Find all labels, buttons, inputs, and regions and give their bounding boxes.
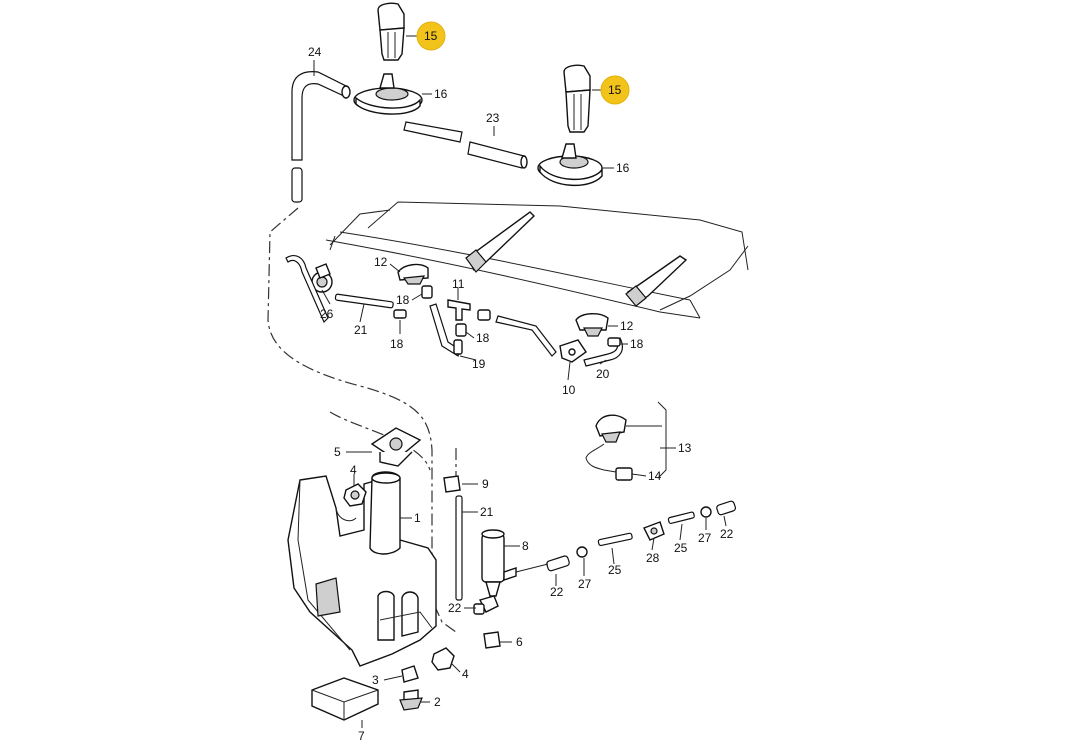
callout-23: 23: [486, 111, 500, 125]
pipe-25-mid: [597, 532, 633, 547]
callout-24: 24: [308, 45, 322, 59]
leader-lines: [321, 35, 727, 728]
callout-5: 5: [334, 445, 341, 459]
callout-18: 18: [396, 293, 410, 307]
connector-18-b: [393, 309, 407, 319]
callout-18: 18: [390, 337, 404, 351]
pump-8: [481, 529, 517, 597]
plug-2: [399, 689, 423, 711]
callout-22: 22: [448, 601, 462, 615]
heated-nozzle-13: [585, 414, 627, 473]
callout-6: 6: [516, 635, 523, 649]
nozzle-12-left: [397, 263, 429, 285]
nozzle-base-16-left: [353, 73, 423, 115]
connector-18-c: [455, 323, 467, 337]
callout-21: 21: [354, 323, 368, 337]
connector-26: [311, 263, 333, 293]
nut-4-top: [343, 483, 367, 507]
wiper-arm-left: [465, 211, 536, 273]
callout-18: 18: [630, 337, 644, 351]
connector-19-end: [453, 339, 463, 355]
hose-19: [429, 303, 461, 357]
callout-11: 11: [452, 277, 465, 291]
callout-12: 12: [620, 319, 634, 333]
callout-3: 3: [372, 673, 379, 687]
callout-13: 13: [678, 441, 692, 455]
callout-9: 9: [482, 477, 489, 491]
clip-27-right: [700, 506, 712, 518]
callout-19: 19: [472, 357, 486, 371]
clip-27-mid: [576, 546, 588, 558]
callout-27: 27: [578, 577, 592, 591]
callout-15: 15: [608, 83, 622, 97]
callout-8: 8: [522, 539, 529, 553]
wiper-arm-right: [625, 255, 688, 307]
t-piece-11: [447, 299, 471, 321]
hose-mid-right: [495, 315, 557, 357]
hose-23: [403, 121, 528, 169]
connector-18-d: [607, 337, 621, 347]
highlight-15-right: [600, 75, 630, 105]
callout-4: 4: [462, 667, 469, 681]
hose-21-vertical: [455, 495, 463, 601]
nozzle-12-right: [575, 313, 609, 337]
callout-10: 10: [562, 383, 576, 397]
connector-22-mid: [546, 555, 570, 572]
grommet-6: [483, 631, 501, 649]
callout-20: 20: [596, 367, 610, 381]
connector-18-a: [421, 285, 433, 299]
nozzle-base-16-right: [537, 143, 603, 187]
callout-labels: 15 15 16 16 24 23 12 12 11 18 18 18 18 2…: [308, 29, 734, 743]
callout-27: 27: [698, 531, 712, 545]
callout-22: 22: [720, 527, 734, 541]
pad-7: [311, 677, 379, 721]
valve-10: [559, 339, 587, 363]
hose-left-curve: [285, 255, 329, 324]
callout-15: 15: [424, 29, 438, 43]
check-valve-28: [643, 521, 665, 541]
connector-22-right: [716, 500, 737, 516]
callout-28: 28: [646, 551, 660, 565]
callout-14: 14: [648, 469, 662, 483]
t-piece-22-left: [473, 595, 499, 615]
pump-outlet-hose: [515, 563, 549, 573]
callout-18: 18: [476, 331, 490, 345]
pipe-25-right: [667, 511, 695, 524]
callout-21: 21: [480, 505, 494, 519]
connector-9: [443, 475, 461, 493]
hose-route-dashed: [267, 207, 457, 633]
callout-26: 26: [320, 307, 334, 321]
nut-4-bottom: [431, 647, 455, 671]
callout-12: 12: [374, 255, 388, 269]
callout-25: 25: [608, 563, 622, 577]
callout-16: 16: [616, 161, 630, 175]
callout-7: 7: [358, 729, 365, 743]
callout-16: 16: [434, 87, 448, 101]
bracket-13: [657, 401, 667, 479]
grommet-3: [401, 665, 419, 683]
hose-21-mid: [334, 293, 394, 309]
nozzle-15-top-left: [377, 2, 405, 61]
callout-22: 22: [550, 585, 564, 599]
hose-24: [291, 71, 351, 203]
nozzle-15-top-right: [563, 64, 591, 133]
callout-25: 25: [674, 541, 688, 555]
connector-18-mid: [477, 309, 491, 321]
callout-4: 4: [350, 463, 357, 477]
washer-reservoir-1: [287, 471, 437, 667]
callout-2: 2: [434, 695, 441, 709]
cap-5: [370, 427, 422, 467]
highlight-15-left: [416, 21, 446, 51]
connector-14: [615, 467, 633, 481]
callout-1: 1: [414, 511, 421, 525]
